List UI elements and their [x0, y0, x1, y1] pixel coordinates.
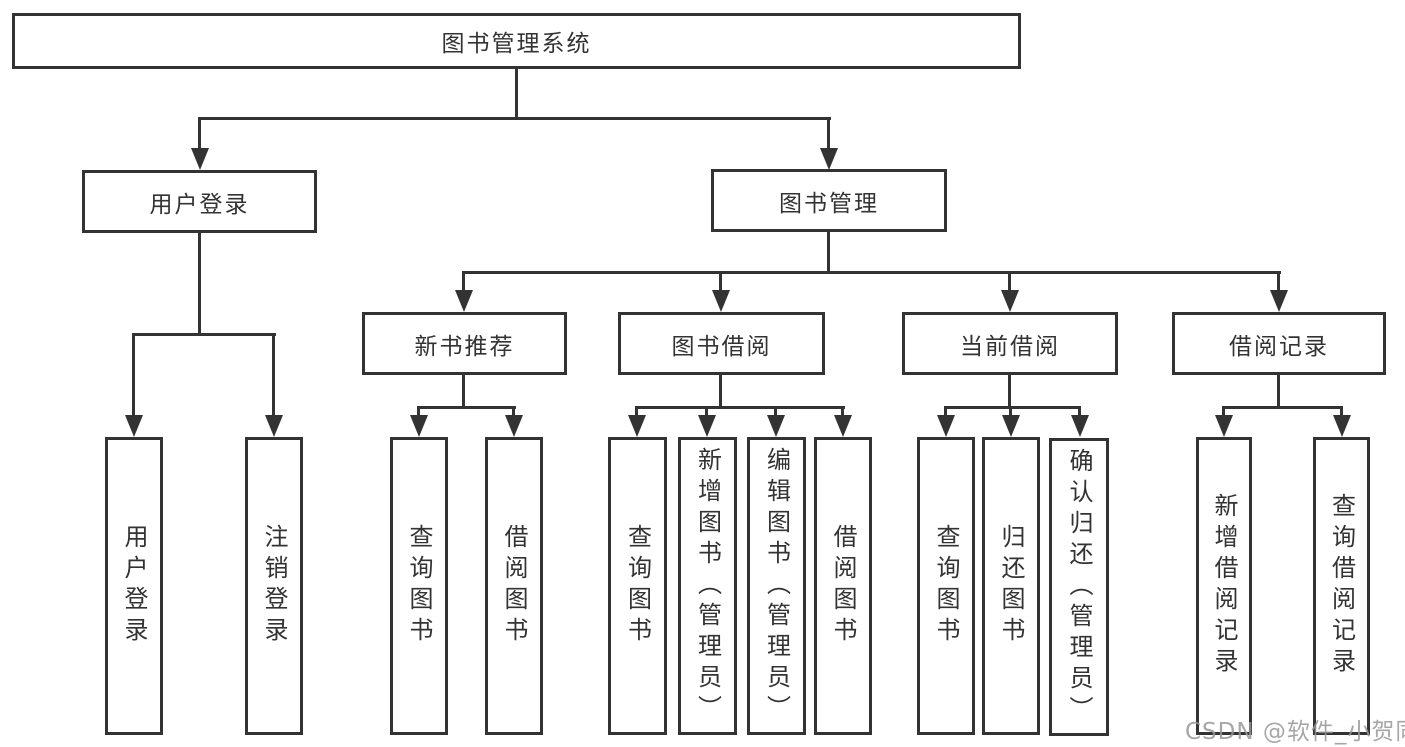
connector-branch [1222, 406, 1343, 409]
connector-leg [1277, 375, 1280, 409]
arrow-down-icon [1002, 415, 1020, 437]
connector-stub [1277, 271, 1280, 293]
node-book-borrowing-label: 图书借阅 [671, 333, 772, 360]
connector-level3-branch [462, 271, 1281, 274]
leaf-borrow-query-books-label: 查询图书 [623, 524, 652, 648]
leaf-records-query-record: 查询借阅记录 [1313, 437, 1370, 735]
connector-leg [719, 375, 722, 409]
leaf-current-query-books-label: 查询图书 [932, 524, 960, 648]
connector-stub [841, 406, 844, 418]
node-new-book-recommendation-label: 新书推荐 [414, 333, 515, 360]
connector-stub [1008, 271, 1011, 293]
connector-branch [944, 406, 1081, 409]
leaf-current-return-books: 归还图书 [982, 437, 1040, 735]
node-root-label: 图书管理系统 [441, 31, 592, 57]
leaf-borrow-edit-books-label: 编辑图书（管理员） [762, 446, 791, 726]
leaf-logout-login-label: 注销登录 [260, 524, 288, 648]
node-current-borrowing-label: 当前借阅 [960, 333, 1060, 360]
node-root: 图书管理系统 [12, 13, 1021, 69]
arrow-down-icon [628, 415, 646, 437]
leaf-borrow-borrow-books-label: 借阅图书 [829, 524, 857, 648]
connector-user-login-leg [198, 233, 201, 336]
leaf-user-login: 用户登录 [105, 437, 163, 735]
node-new-book-recommendation: 新书推荐 [362, 312, 567, 375]
connector-stub [1078, 406, 1081, 418]
leaf-borrow-borrow-books: 借阅图书 [814, 437, 872, 735]
connector-stub [774, 406, 777, 418]
node-user-login-label: 用户登录 [149, 191, 250, 218]
connector-stub [1340, 406, 1343, 418]
leaf-records-query-record-label: 查询借阅记录 [1327, 493, 1356, 679]
arrow-down-icon [1215, 415, 1233, 437]
arrow-down-icon [834, 415, 852, 437]
leaf-user-login-label: 用户登录 [120, 524, 148, 648]
node-current-borrowing: 当前借阅 [902, 312, 1118, 375]
arrow-down-icon [767, 415, 785, 437]
leaf-current-confirm-return: 确认归还（管理员） [1049, 438, 1109, 736]
leaf-borrow-query-books: 查询图书 [608, 437, 667, 735]
arrow-down-icon [265, 415, 283, 437]
connector-root-leg [515, 69, 518, 117]
node-book-borrowing: 图书借阅 [618, 312, 825, 375]
arrow-down-icon [937, 415, 955, 437]
arrow-down-icon [820, 148, 838, 170]
arrow-down-icon [455, 290, 473, 312]
leaf-records-add-record-label: 新增借阅记录 [1210, 493, 1238, 679]
leaf-recommend-borrow-books: 借阅图书 [485, 437, 543, 735]
leaf-borrow-edit-books: 编辑图书（管理员） [747, 437, 806, 735]
leaf-current-return-books-label: 归还图书 [997, 524, 1025, 648]
connector-stub [417, 406, 420, 418]
arrow-down-icon [410, 415, 428, 437]
connector-stub [719, 271, 722, 293]
arrow-down-icon [712, 290, 730, 312]
leaf-borrow-add-books-label: 新增图书（管理员） [693, 446, 722, 726]
connector-stub [1009, 406, 1012, 418]
leaf-borrow-add-books: 新增图书（管理员） [678, 437, 737, 735]
arrow-down-icon [191, 148, 209, 170]
connector-branch [417, 406, 516, 409]
node-user-login: 用户登录 [82, 170, 317, 233]
arrow-down-icon [1001, 290, 1019, 312]
leaf-current-confirm-return-label: 确认归还（管理员） [1065, 447, 1093, 727]
watermark: CSDN @软件_小贺同学 [1185, 719, 1405, 745]
connector-leg [462, 375, 465, 409]
node-borrowing-records: 借阅记录 [1172, 312, 1386, 375]
connector-stub [705, 406, 708, 418]
arrow-down-icon [125, 415, 143, 437]
arrow-down-icon [1270, 290, 1288, 312]
connector-stub [272, 333, 275, 417]
arrow-down-icon [1071, 415, 1089, 437]
connector-user-login-branch [132, 333, 276, 336]
connector-book-management-leg [827, 232, 830, 274]
leaf-records-add-record: 新增借阅记录 [1196, 437, 1252, 735]
leaf-current-query-books: 查询图书 [917, 437, 975, 735]
connector-branch [635, 406, 845, 409]
connector-stub [635, 406, 638, 418]
node-borrowing-records-label: 借阅记录 [1229, 333, 1329, 360]
leaf-recommend-query-books-label: 查询图书 [405, 524, 433, 648]
connector-stub [512, 406, 515, 418]
arrow-down-icon [1333, 415, 1351, 437]
connector-stub [462, 271, 465, 293]
arrow-down-icon [505, 415, 523, 437]
connector-stub [944, 406, 947, 418]
leaf-recommend-query-books: 查询图书 [390, 437, 448, 735]
connector-stub [198, 117, 201, 149]
connector-level2-branch [198, 117, 831, 120]
node-book-management: 图书管理 [711, 169, 947, 232]
node-book-management-label: 图书管理 [779, 190, 879, 217]
connector-leg [1008, 375, 1011, 409]
connector-stub [132, 333, 135, 417]
arrow-down-icon [698, 415, 716, 437]
leaf-logout-login: 注销登录 [245, 437, 303, 735]
connector-stub [1222, 406, 1225, 418]
connector-stub [827, 117, 830, 149]
leaf-recommend-borrow-books-label: 借阅图书 [500, 524, 528, 648]
